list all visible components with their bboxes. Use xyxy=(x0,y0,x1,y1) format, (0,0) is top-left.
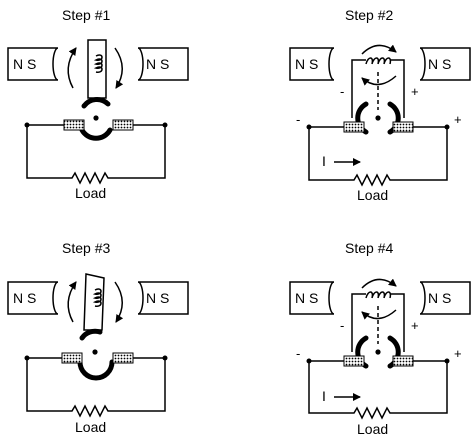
brush-left xyxy=(61,352,83,364)
load-label: Load xyxy=(75,419,106,435)
magnet-left-poles: N S xyxy=(13,290,36,306)
rotation-arrow-left xyxy=(67,281,77,323)
armature-coil xyxy=(351,291,405,352)
step-title: Step #2 xyxy=(345,7,393,23)
magnet-right-poles: N S xyxy=(146,290,169,306)
load-label: Load xyxy=(75,185,106,201)
step-title: Step #1 xyxy=(62,7,110,23)
magnet-left: N S xyxy=(289,47,335,81)
rotation-arrow-top xyxy=(361,278,397,289)
coil-right-sign: + xyxy=(411,318,419,333)
rotation-arrow-top xyxy=(361,44,397,55)
terminal-left-sign: - xyxy=(296,112,300,127)
brush-right xyxy=(112,119,134,131)
load-circuit xyxy=(308,126,448,187)
step-title: Step #3 xyxy=(62,240,110,256)
brush-right xyxy=(392,121,414,133)
brush-right xyxy=(392,355,414,367)
brush-right xyxy=(112,352,134,364)
terminal-right xyxy=(444,358,450,364)
current-label: I xyxy=(322,388,326,404)
terminal-right xyxy=(444,124,450,130)
brush-left xyxy=(343,355,365,367)
terminal-right xyxy=(162,355,168,361)
magnet-left: N S xyxy=(289,281,335,315)
panel-step-3: Step #3 N S N S Load xyxy=(7,240,189,435)
terminal-left-sign: - xyxy=(296,346,300,361)
panel-step-4: Step #4 N S N S - xyxy=(289,240,471,437)
magnet-right: N S xyxy=(137,281,189,315)
load-circuit xyxy=(26,124,166,185)
panel-step-1: Step #1 N S N S xyxy=(7,7,189,201)
magnet-right: N S xyxy=(137,47,189,81)
current-label: I xyxy=(322,153,326,169)
terminal-right xyxy=(162,122,168,128)
magnet-left-poles: N S xyxy=(295,290,318,306)
brush-left xyxy=(343,121,365,133)
magnet-right: N S xyxy=(419,47,471,81)
coil-left-sign: - xyxy=(340,318,344,333)
step-title: Step #4 xyxy=(345,240,393,256)
load-label: Load xyxy=(357,187,388,203)
terminal-left xyxy=(24,355,30,361)
coil-left-sign: - xyxy=(340,84,344,99)
rotation-arrow-bottom xyxy=(361,309,397,320)
coil-right-sign: + xyxy=(411,84,419,99)
magnet-right-poles: N S xyxy=(428,290,451,306)
magnet-right-poles: N S xyxy=(146,56,169,72)
terminal-left xyxy=(306,358,312,364)
load-label: Load xyxy=(357,421,388,437)
armature-coil xyxy=(351,57,405,118)
terminal-left xyxy=(24,122,30,128)
commutator xyxy=(79,97,113,141)
armature-coil xyxy=(83,273,105,331)
load-circuit xyxy=(26,357,166,418)
terminal-right-sign: + xyxy=(454,346,462,361)
magnet-left-poles: N S xyxy=(13,56,36,72)
magnet-right: N S xyxy=(419,281,471,315)
rotation-arrow-right xyxy=(114,47,124,89)
magnet-left: N S xyxy=(7,47,59,81)
rotation-arrow-right xyxy=(114,281,124,323)
magnet-left-poles: N S xyxy=(295,56,318,72)
rotation-arrow-left xyxy=(67,47,77,89)
brush-left xyxy=(63,119,85,131)
terminal-right-sign: + xyxy=(454,112,462,127)
panel-step-2: Step #2 N S N S xyxy=(289,7,471,203)
commutator xyxy=(77,328,115,381)
armature-coil xyxy=(87,39,107,99)
load-circuit xyxy=(308,360,448,420)
rotation-arrow-bottom xyxy=(361,75,397,86)
terminal-left xyxy=(306,124,312,130)
magnet-right-poles: N S xyxy=(428,56,451,72)
magnet-left: N S xyxy=(7,281,59,315)
